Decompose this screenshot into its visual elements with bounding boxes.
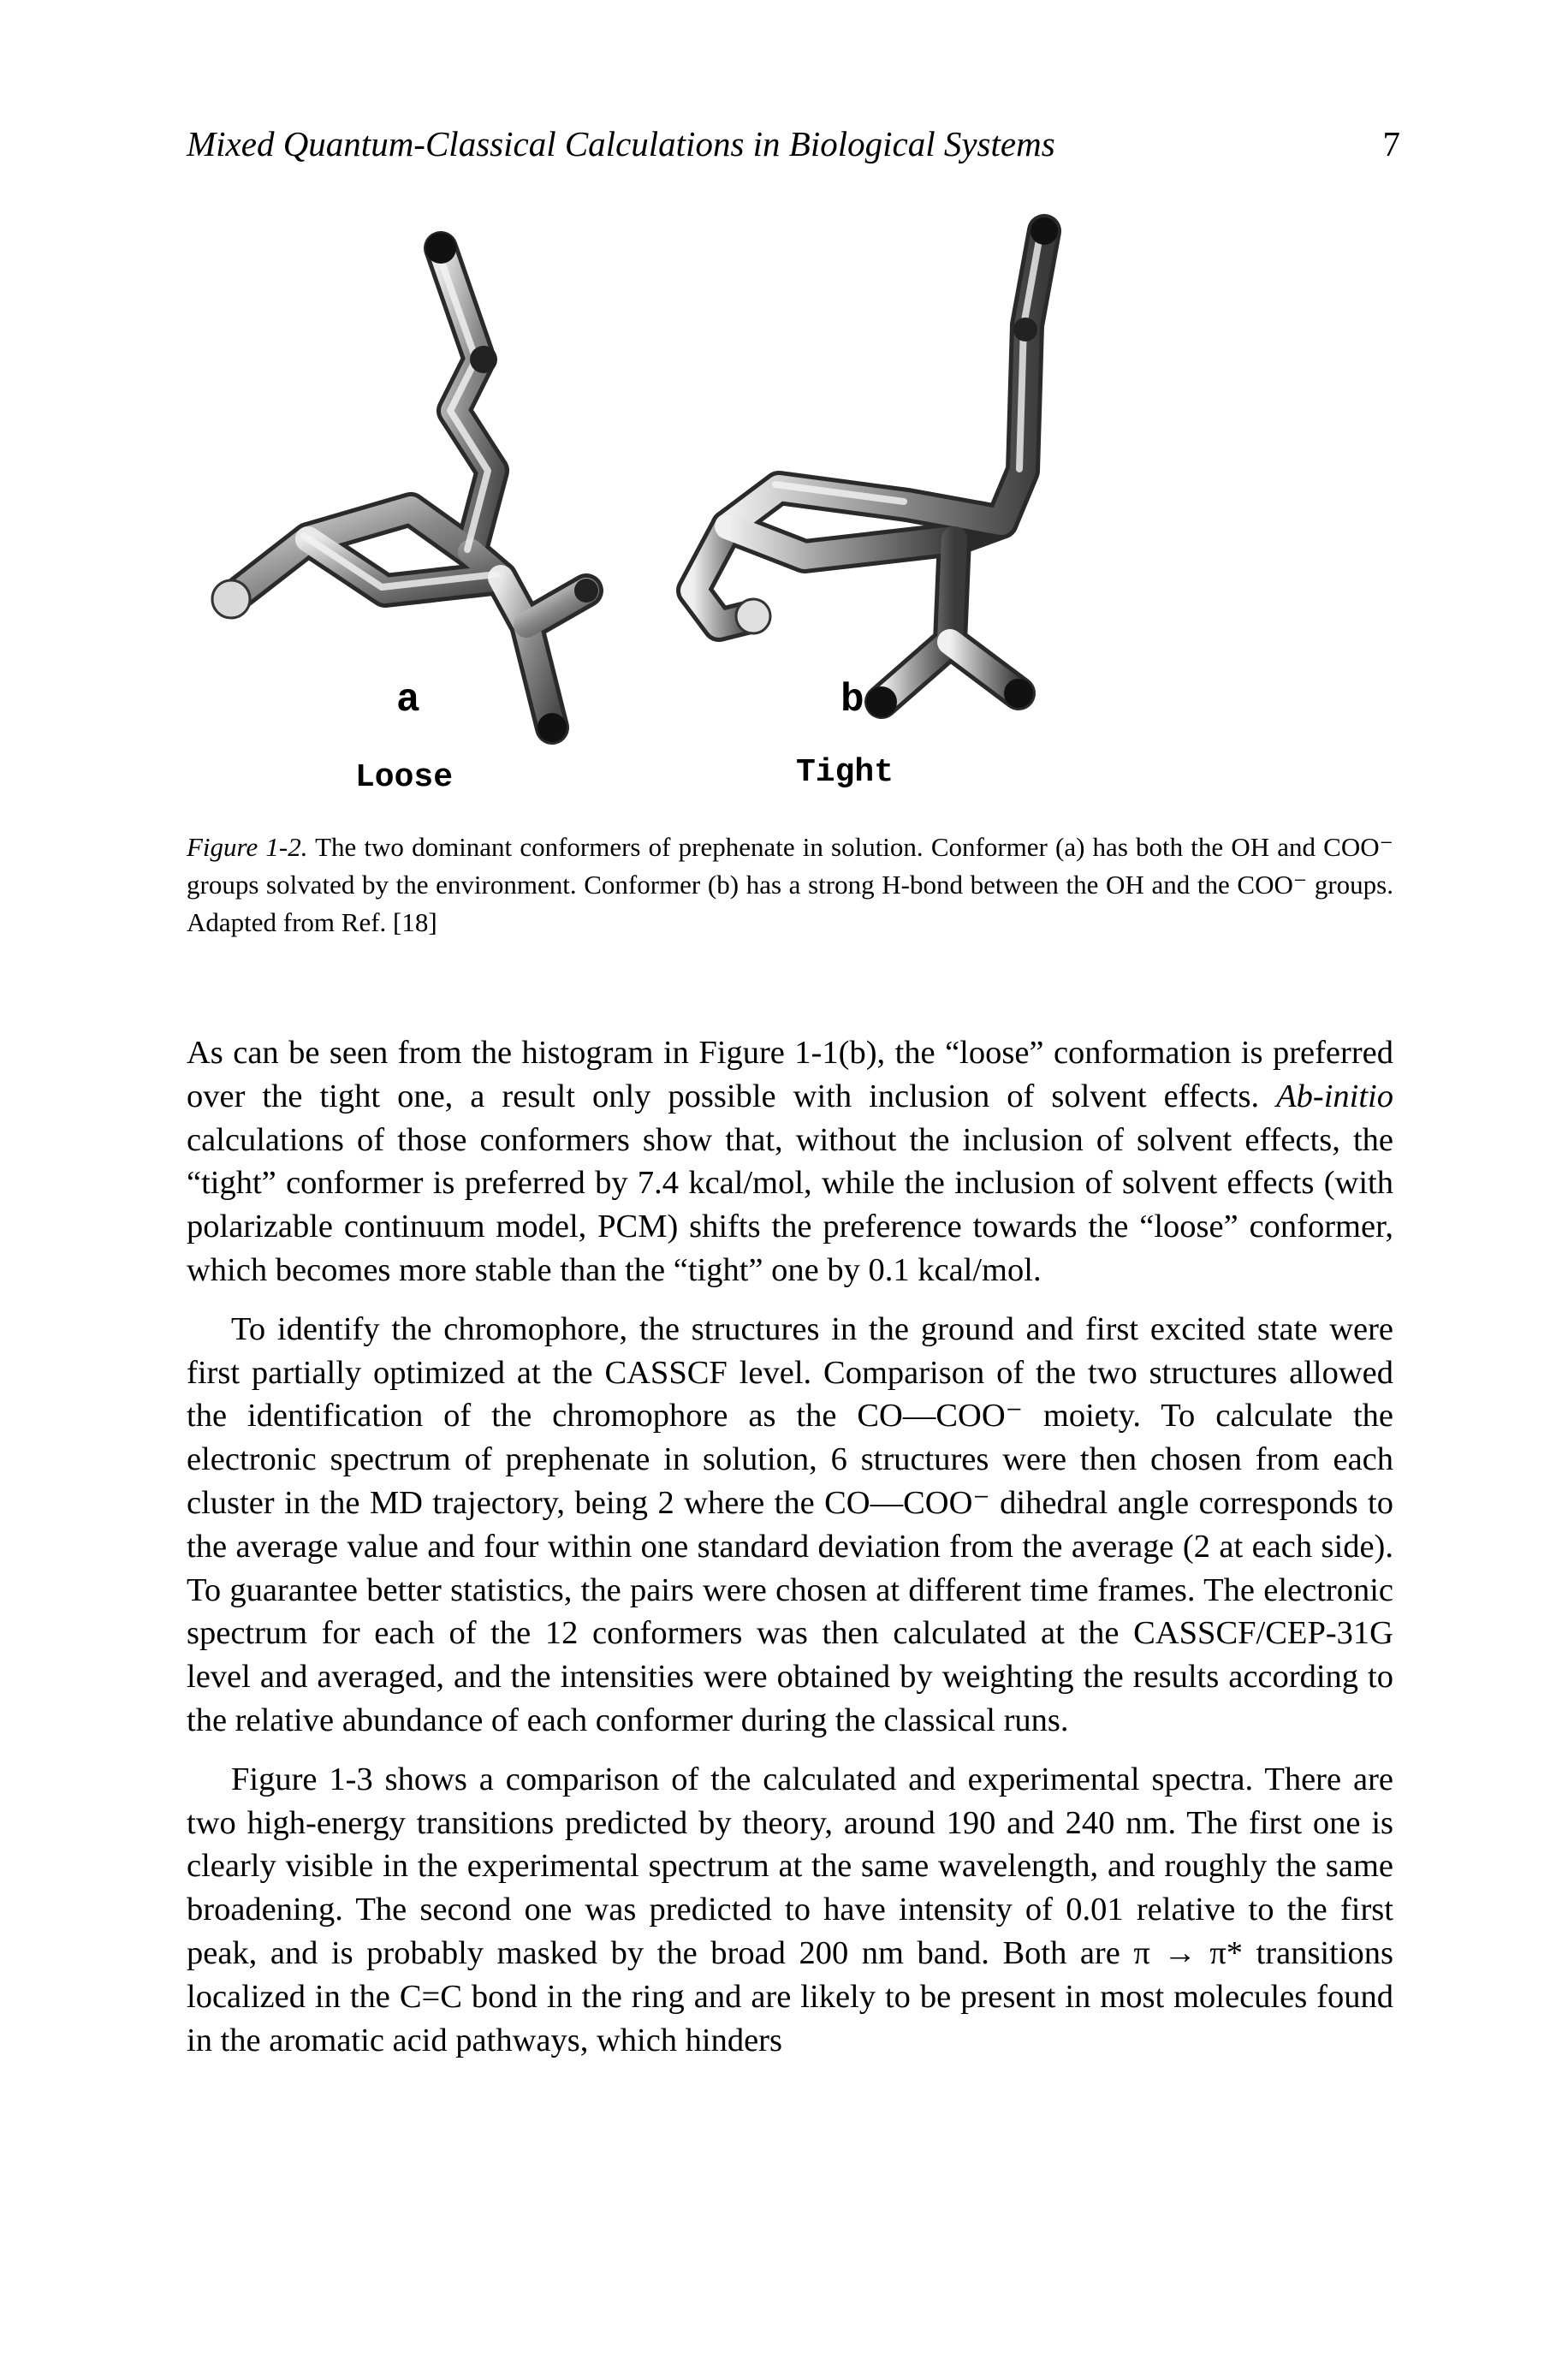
p1-text-b: calculations of those conformers show th… <box>187 1121 1393 1288</box>
panel-a-name: Loose <box>355 759 454 796</box>
molecule-b-tight <box>676 214 1061 719</box>
p1-text-a: As can be seen from the histogram in Fig… <box>187 1035 1393 1114</box>
panel-b-letter: b <box>840 678 864 722</box>
body-text: As can be seen from the histogram in Fig… <box>187 1031 1393 2077</box>
running-title: Mixed Quantum-Classical Calculations in … <box>187 124 1055 163</box>
molecule-a-loose <box>211 231 603 745</box>
figure-caption: Figure 1-2. The two dominant conformers … <box>187 829 1393 941</box>
paragraph-1: As can be seen from the histogram in Fig… <box>187 1031 1393 1292</box>
page-number: 7 <box>1382 124 1401 163</box>
panel-a-letter: a <box>396 678 420 722</box>
paragraph-2: To identify the chromophore, the structu… <box>187 1310 1393 1738</box>
caption-label: Figure 1-2. <box>187 832 308 862</box>
figure-conformers: a b Loose Tight <box>197 214 1395 796</box>
molecule-structures-image <box>211 214 1061 745</box>
panel-b-name: Tight <box>796 754 894 791</box>
p1-italic: Ab-initio <box>1276 1078 1393 1114</box>
paragraph-3: Figure 1-3 shows a comparison of the cal… <box>187 1761 1393 2058</box>
caption-text: The two dominant conformers of prephenat… <box>187 832 1393 937</box>
